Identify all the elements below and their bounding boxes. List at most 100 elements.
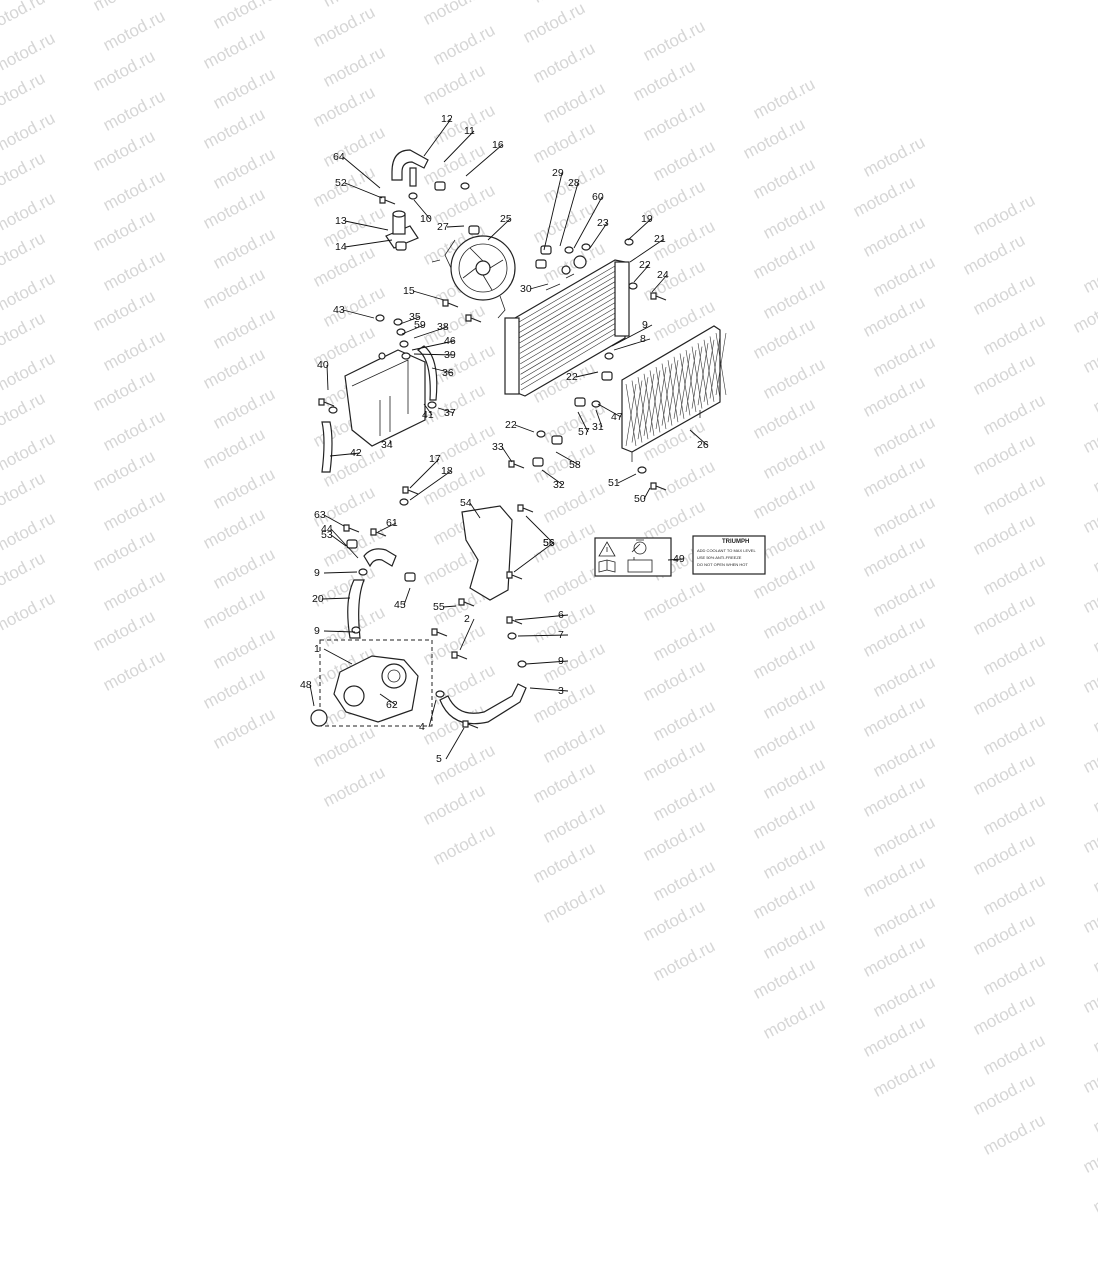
leader-line — [469, 502, 481, 519]
leader-line — [529, 687, 569, 692]
leader-line — [401, 324, 425, 335]
washer-part — [628, 282, 638, 290]
grille-mesh-line — [655, 366, 667, 430]
callout-number: 13 — [335, 215, 347, 227]
callout-number: 18 — [441, 465, 453, 477]
decal-line-2: USE 50% ANTI-FREEZE — [697, 555, 742, 560]
radiator-fin-line — [519, 302, 616, 359]
leader-line — [413, 199, 431, 220]
callout-number: 6 — [558, 609, 564, 621]
watermark-text: motod.ru — [1080, 1048, 1098, 1097]
watermark-text: motod.ru — [980, 1030, 1049, 1079]
gasket-part — [395, 241, 407, 251]
leader-line — [597, 403, 622, 418]
callout-number: 22 — [566, 371, 578, 383]
grille-mesh-line — [631, 380, 643, 443]
callout-number: 17 — [429, 453, 441, 465]
callout-number: 34 — [381, 439, 393, 451]
bracket-part — [532, 457, 544, 467]
callout-number: 21 — [654, 233, 666, 245]
washer-part — [358, 568, 368, 576]
leader-line — [409, 470, 452, 501]
bolt-part — [517, 504, 534, 513]
bolt-part — [318, 398, 335, 407]
leader-line — [409, 458, 440, 489]
watermark-text: motod.ru — [870, 1052, 939, 1101]
leader-line — [403, 587, 411, 606]
callout-number: 15 — [403, 285, 415, 297]
callout-number: 54 — [460, 497, 472, 509]
leader-line — [459, 618, 475, 651]
grille-mesh-line — [637, 377, 649, 440]
leader-line — [309, 684, 315, 707]
callout-number: 9 — [314, 625, 320, 637]
callout-layer: 1234567899991011121314151617181920212222… — [300, 113, 709, 765]
watermark-text: motod.ru — [860, 852, 929, 901]
watermark-text: motod.ru — [650, 936, 719, 985]
grille-mesh-line — [673, 356, 685, 419]
leader-line — [428, 699, 437, 728]
watermark-text: motod.ru — [980, 1110, 1049, 1159]
callout-number: 37 — [444, 407, 456, 419]
washer-part — [604, 352, 614, 360]
leader-line — [323, 514, 345, 527]
radiator-fin-line — [520, 318, 616, 375]
callout-number: 46 — [444, 335, 456, 347]
decal-line-3: DO NOT OPEN WHEN HOT — [697, 562, 748, 567]
cap-part — [375, 314, 385, 322]
callout-number: 55 — [433, 601, 445, 613]
warning-triangle-icon — [598, 541, 616, 557]
hose-elbow-top — [391, 149, 429, 187]
callout-number: 22 — [639, 259, 651, 271]
callout-number: 53 — [321, 529, 333, 541]
grille-mesh-line — [703, 339, 715, 402]
leader-line — [595, 409, 603, 428]
callout-number: 9 — [314, 567, 320, 579]
callout-number: 9 — [558, 655, 564, 667]
leader-line — [342, 156, 381, 189]
radiator-fin-line — [518, 265, 616, 323]
callout-number: 29 — [552, 167, 564, 179]
leader-line — [667, 558, 684, 561]
washer-part — [435, 690, 445, 698]
watermark-text: motod.ru — [1090, 848, 1098, 897]
callout-number: 7 — [558, 629, 564, 641]
washer-part — [399, 498, 409, 506]
leader-line — [529, 283, 549, 290]
callout-number: 58 — [569, 459, 581, 471]
washer-part — [637, 466, 647, 474]
washer-part — [328, 406, 338, 414]
radiator-fin-line — [520, 307, 616, 365]
hose-20 — [347, 579, 365, 639]
leader-line — [342, 309, 375, 319]
leader-line — [541, 469, 564, 486]
callout-number: 2 — [464, 613, 470, 625]
callout-number: 5 — [436, 753, 442, 765]
bolt-part — [431, 628, 448, 637]
callout-number: 22 — [505, 419, 517, 431]
hose-36 — [416, 345, 438, 401]
callout-number: 57 — [578, 426, 590, 438]
callout-number: 28 — [568, 177, 580, 189]
leader-line — [329, 452, 361, 457]
callout-number: 10 — [420, 213, 432, 225]
grille-mesh-line — [685, 349, 697, 413]
cap-part — [460, 182, 470, 190]
watermark-text: motod.ru — [970, 910, 1039, 959]
callout-number: 27 — [437, 221, 449, 233]
watermark-text: motod.ru — [1090, 1008, 1098, 1057]
callout-number: 38 — [437, 321, 449, 333]
hose-part — [601, 371, 613, 381]
bolt-part — [451, 651, 468, 660]
callout-number: 35 — [409, 311, 421, 323]
o-ring-part — [310, 709, 328, 727]
callout-number: 56 — [543, 537, 555, 549]
clamp-part — [540, 245, 552, 255]
grille-mesh-line — [649, 370, 661, 433]
leader-line — [443, 130, 475, 163]
washer-part — [401, 352, 411, 360]
pipe-3 — [439, 683, 527, 725]
leader-line — [321, 597, 351, 600]
callout-number: 45 — [394, 599, 406, 611]
